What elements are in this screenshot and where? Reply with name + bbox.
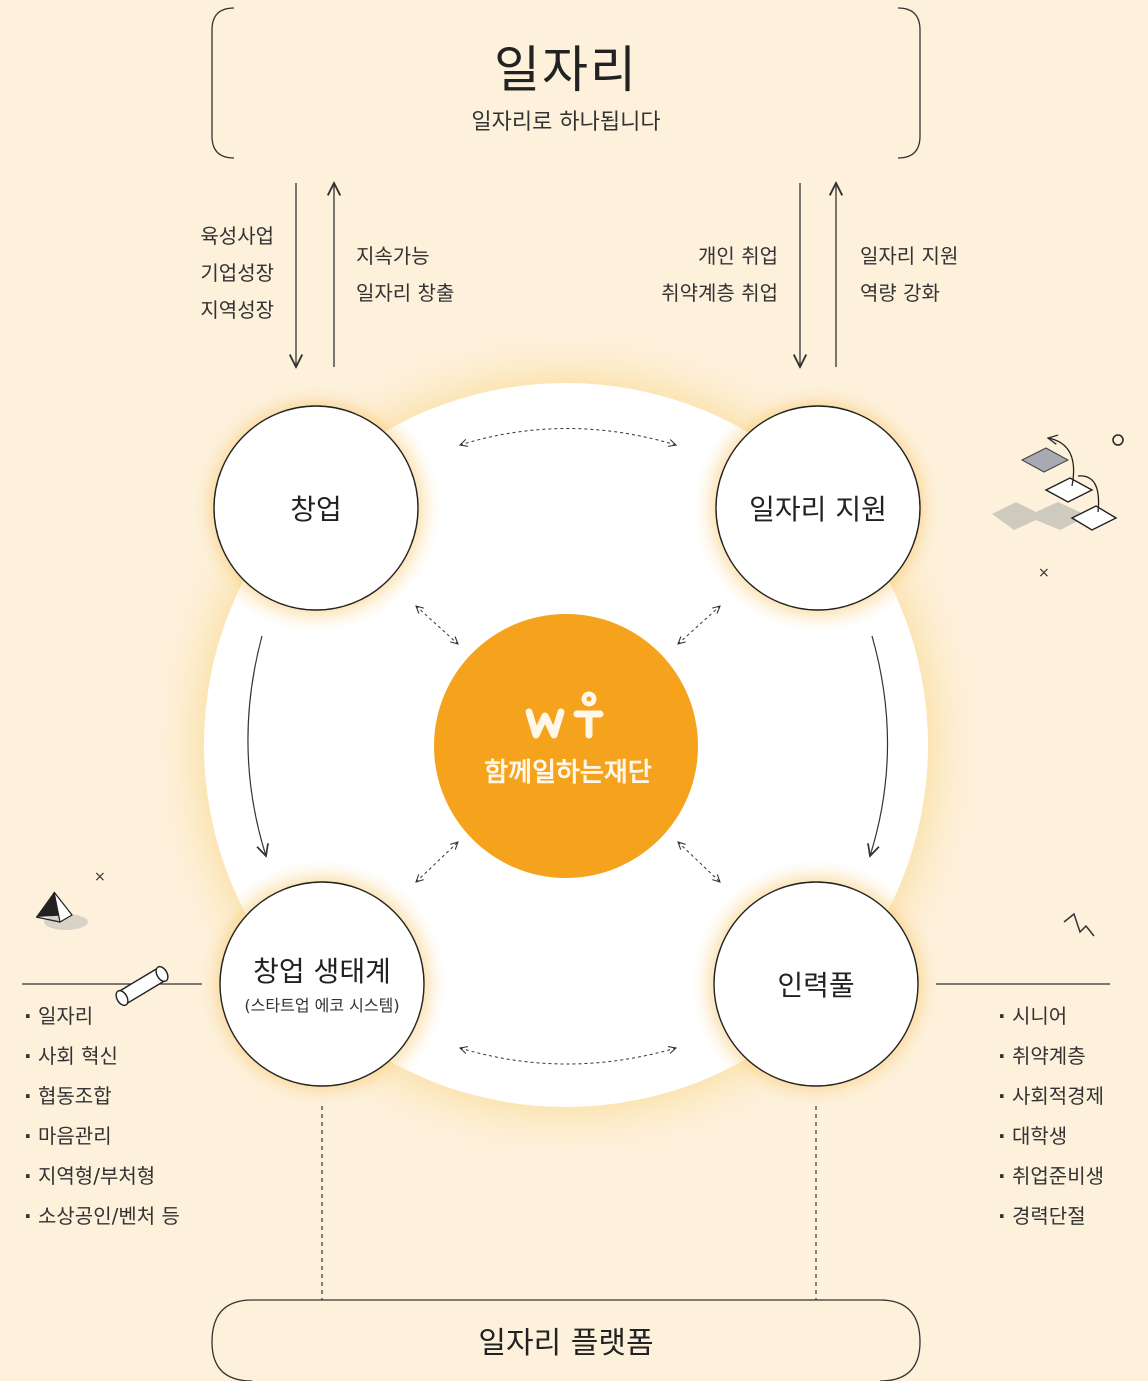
list-item: 대학생 bbox=[998, 1116, 1138, 1156]
arrow-label: 지속가능 bbox=[356, 244, 430, 268]
right-list: 시니어 취약계층 사회적경제 대학생 취업준비생 경력단절 bbox=[998, 996, 1138, 1236]
cross-mark-icon: × bbox=[94, 869, 106, 885]
list-item: 일자리 bbox=[24, 996, 224, 1036]
center-organization-name: 함께일하는재단 bbox=[484, 758, 652, 788]
platform-title: 일자리 플랫폼 bbox=[478, 1326, 654, 1361]
left-up-labels: 지속가능 일자리 창출 bbox=[356, 238, 516, 312]
arrow-label: 일자리 지원 bbox=[860, 244, 959, 268]
wf-logo-icon bbox=[525, 691, 604, 739]
arrow-label: 육성사업 bbox=[200, 224, 274, 248]
list-item: 취업준비생 bbox=[998, 1156, 1138, 1196]
arrow-label: 역량 강화 bbox=[860, 281, 940, 305]
node-sublabel-ecosystem: (스타트업 에코 시스템) bbox=[244, 996, 400, 1015]
node-label-startup: 창업 bbox=[290, 493, 342, 526]
cross-mark-icon-right: × bbox=[1038, 565, 1050, 581]
left-list: 일자리 사회 혁신 협동조합 마음관리 지역형/부처형 소상공인/벤처 등 bbox=[24, 996, 224, 1236]
page-subtitle: 일자리로 하나됩니다 bbox=[471, 110, 661, 135]
center-circle bbox=[434, 614, 698, 878]
arrow-label: 지역성장 bbox=[200, 298, 274, 322]
list-item: 지역형/부처형 bbox=[24, 1156, 224, 1196]
list-item: 시니어 bbox=[998, 996, 1138, 1036]
curved-arrow-left bbox=[247, 635, 266, 856]
node-startup bbox=[213, 405, 419, 611]
left-down-labels: 육성사업 기업성장 지역성장 bbox=[150, 218, 274, 329]
list-item: 사회 혁신 bbox=[24, 1036, 224, 1076]
node-talent-pool bbox=[713, 881, 919, 1087]
arrow-label: 일자리 창출 bbox=[356, 281, 455, 305]
dashed-arrow-br bbox=[678, 842, 720, 882]
tube-icon bbox=[115, 965, 169, 1007]
list-item: 소상공인/벤처 등 bbox=[24, 1196, 224, 1236]
list-item: 사회적경제 bbox=[998, 1076, 1138, 1116]
diamonds-icon bbox=[992, 434, 1124, 531]
dashed-arrow-bl bbox=[416, 842, 458, 882]
node-label-ecosystem: 창업 생태계 bbox=[253, 955, 391, 988]
zigzag-icon bbox=[1063, 912, 1095, 937]
right-down-labels: 개인 취업 취약계층 취업 bbox=[600, 238, 778, 312]
arrow-label: 개인 취업 bbox=[698, 244, 778, 268]
node-label-talent-pool: 인력풀 bbox=[777, 969, 855, 1002]
node-job-support bbox=[715, 405, 921, 611]
right-up-labels: 일자리 지원 역량 강화 bbox=[860, 238, 1020, 312]
dashed-arrow-bottom bbox=[460, 1048, 676, 1065]
bottom-platform-frame bbox=[211, 1299, 921, 1381]
curved-arrow-right bbox=[870, 635, 889, 856]
list-item: 경력단절 bbox=[998, 1196, 1138, 1236]
arrow-label: 취약계층 취업 bbox=[661, 281, 778, 305]
top-box-frame bbox=[211, 7, 921, 159]
node-label-job-support: 일자리 지원 bbox=[749, 493, 887, 526]
node-ecosystem bbox=[219, 881, 425, 1087]
arrow-label: 기업성장 bbox=[200, 261, 274, 285]
list-item: 마음관리 bbox=[24, 1116, 224, 1156]
list-item: 취약계층 bbox=[998, 1036, 1138, 1076]
dashed-arrow-top bbox=[460, 428, 676, 446]
pyramid-icon bbox=[35, 891, 88, 930]
list-item: 협동조합 bbox=[24, 1076, 224, 1116]
page-title: 일자리 bbox=[494, 41, 638, 99]
